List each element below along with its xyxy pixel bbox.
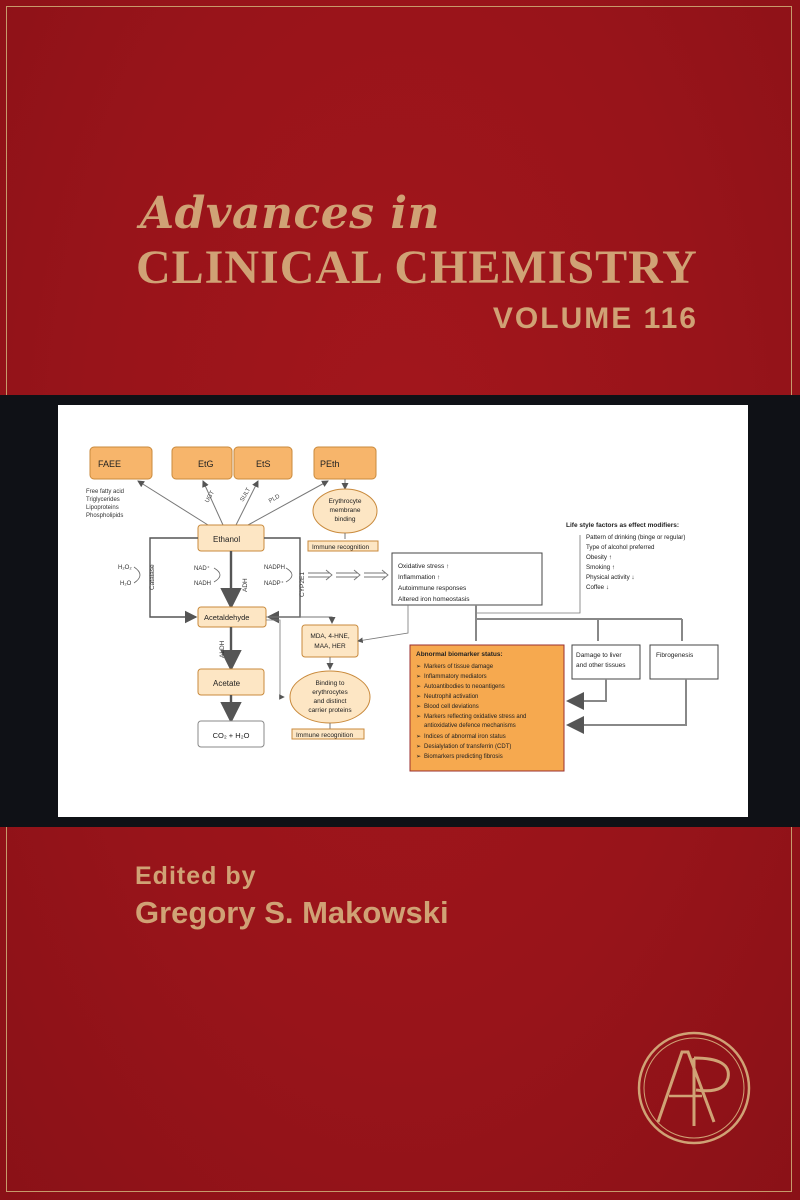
cyp2e1-label: CYP2E1 [299, 572, 306, 597]
fibrogenesis-box: Fibrogenesis [649, 644, 719, 680]
svg-text:membrane: membrane [329, 507, 360, 514]
erythrocyte-binding-ellipse: Erythrocyte membrane binding [312, 488, 378, 534]
svg-text:➢: ➢ [416, 704, 421, 710]
svg-text:Acetaldehyde: Acetaldehyde [204, 613, 249, 622]
nadp-label: NADP⁺ [264, 580, 284, 587]
sult-label: SULT [240, 487, 253, 503]
svg-text:Autoimmune responses: Autoimmune responses [398, 585, 467, 592]
svg-text:and other tissues: and other tissues [576, 662, 626, 669]
svg-text:Markers reflecting oxidative s: Markers reflecting oxidative stress and [424, 714, 526, 720]
svg-text:erythrocytes: erythrocytes [312, 689, 348, 696]
svg-text:Biomarkers predicting fibrosis: Biomarkers predicting fibrosis [424, 754, 503, 760]
svg-text:Neutrophil activation: Neutrophil activation [424, 694, 478, 700]
biomarker-box: Abnormal biomarker status: ➢Markers of t… [409, 644, 565, 772]
adh-label: ADH [242, 578, 249, 592]
svg-text:➢: ➢ [416, 714, 421, 720]
svg-text:Acetate: Acetate [213, 679, 241, 688]
svg-text:Oxidative stress ↑: Oxidative stress ↑ [398, 563, 449, 570]
svg-text:➢: ➢ [416, 664, 421, 670]
svg-text:MAA, HER: MAA, HER [314, 643, 346, 650]
svg-text:Coffee ↓: Coffee ↓ [586, 584, 609, 591]
svg-text:Smoking ↑: Smoking ↑ [586, 564, 615, 571]
publisher-logo [636, 1030, 752, 1146]
immune-recognition-box-1: Immune recognition [307, 540, 379, 552]
svg-text:CO₂ + H₂O: CO₂ + H₂O [213, 731, 250, 740]
svg-text:and distinct: and distinct [314, 698, 347, 705]
binding-carriers-ellipse: Binding to erythrocytes and distinct car… [289, 670, 371, 724]
svg-text:Inflammatory mediators: Inflammatory mediators [424, 674, 487, 680]
svg-text:EtG: EtG [198, 459, 214, 469]
svg-text:Life style factors as effect m: Life style factors as effect modifiers: [566, 522, 679, 529]
svg-text:➢: ➢ [416, 694, 421, 700]
svg-text:Phospholipids: Phospholipids [86, 513, 123, 519]
svg-text:Altered iron homeostasis: Altered iron homeostasis [398, 596, 470, 603]
acetaldehyde-box: Acetaldehyde [197, 606, 267, 628]
lipid-list: Free fatty acid Triglycerides Lipoprotei… [86, 489, 124, 519]
acetate-box: Acetate [197, 668, 265, 696]
etg-box: EtG [171, 446, 233, 480]
svg-text:FAEE: FAEE [98, 459, 121, 469]
svg-text:Abnormal biomarker status:: Abnormal biomarker status: [416, 651, 503, 658]
svg-text:Free fatty acid: Free fatty acid [86, 489, 124, 495]
svg-text:Triglycerides: Triglycerides [86, 497, 120, 503]
svg-text:➢: ➢ [416, 674, 421, 680]
svg-text:MDA, 4-HNE,: MDA, 4-HNE, [310, 633, 350, 640]
faee-box: FAEE [89, 446, 153, 480]
svg-text:Markers of tissue damage: Markers of tissue damage [424, 664, 494, 670]
svg-text:Type of alcohol preferred: Type of alcohol preferred [586, 544, 655, 551]
effects-box: Oxidative stress ↑ Inflammation ↑ Autoim… [391, 552, 543, 606]
nad-label: NAD⁺ [194, 565, 210, 572]
ethanol-metabolism-diagram: FAEE EtG EtS PEth Free fatty acid Trigly… [86, 446, 719, 772]
svg-text:Physical activity ↓: Physical activity ↓ [586, 574, 634, 581]
svg-text:➢: ➢ [416, 744, 421, 750]
svg-text:Blood cell deviations: Blood cell deviations [424, 704, 479, 710]
ugt-label: UGT [205, 490, 217, 504]
peth-box: PEth [313, 446, 377, 480]
catalase-label: Catalase [149, 564, 156, 590]
edited-by-label: Edited by [135, 862, 257, 890]
svg-text:binding: binding [335, 516, 356, 523]
ethanol-box: Ethanol [197, 524, 265, 552]
svg-text:Pattern of drinking (binge or: Pattern of drinking (binge or regular) [586, 534, 685, 541]
svg-text:Erythrocyte: Erythrocyte [329, 498, 362, 505]
immune-recognition-box-2: Immune recognition [291, 728, 365, 740]
svg-text:Binding to: Binding to [316, 680, 345, 687]
nadph-label: NADPH [264, 565, 285, 571]
adducts-box: MDA, 4-HNE, MAA, HER [301, 624, 359, 658]
svg-text:Autoantibodies to neoantigens: Autoantibodies to neoantigens [424, 684, 505, 690]
svg-text:PEth: PEth [320, 459, 340, 469]
svg-text:Desialylation of transferrin (: Desialylation of transferrin (CDT) [424, 744, 511, 750]
co2-h2o-box: CO₂ + H₂O [197, 720, 265, 748]
series-title-line2: CLINICAL CHEMISTRY [136, 241, 698, 294]
volume-number: VOLUME 116 [492, 302, 698, 335]
pld-label: PLD [268, 493, 282, 504]
svg-text:Damage to liver: Damage to liver [576, 652, 622, 659]
cover-figure: FAEE EtG EtS PEth Free fatty acid Trigly… [58, 405, 748, 817]
svg-text:Indices of abnormal iron statu: Indices of abnormal iron status [424, 734, 506, 740]
svg-text:antioxidative defence mechanis: antioxidative defence mechanisms [424, 723, 516, 729]
series-title-line1: Advances in [140, 188, 441, 239]
ets-box: EtS [233, 446, 293, 480]
nadh-label: NADH [194, 581, 211, 587]
svg-text:Immune recognition: Immune recognition [296, 732, 353, 739]
h2o2-label: H₂O₂ [118, 565, 132, 571]
svg-text:EtS: EtS [256, 459, 271, 469]
svg-text:Inflammation ↑: Inflammation ↑ [398, 574, 440, 581]
double-arrows [308, 569, 389, 581]
svg-text:➢: ➢ [416, 754, 421, 760]
svg-text:Ethanol: Ethanol [213, 535, 240, 544]
svg-text:Obesity ↑: Obesity ↑ [586, 554, 612, 561]
svg-text:carrier proteins: carrier proteins [308, 707, 352, 714]
svg-text:Fibrogenesis: Fibrogenesis [656, 652, 694, 659]
svg-text:Immune recognition: Immune recognition [312, 544, 369, 551]
editor-name: Gregory S. Makowski [135, 895, 449, 930]
lifestyle-factors: Life style factors as effect modifiers: … [566, 522, 685, 591]
h2o-label: H₂O [120, 581, 132, 587]
damage-box: Damage to liver and other tissues [571, 644, 641, 680]
svg-text:Lipoproteins: Lipoproteins [86, 505, 119, 511]
svg-text:➢: ➢ [416, 734, 421, 740]
svg-text:➢: ➢ [416, 684, 421, 690]
aldh-label: ALDH [219, 640, 226, 658]
